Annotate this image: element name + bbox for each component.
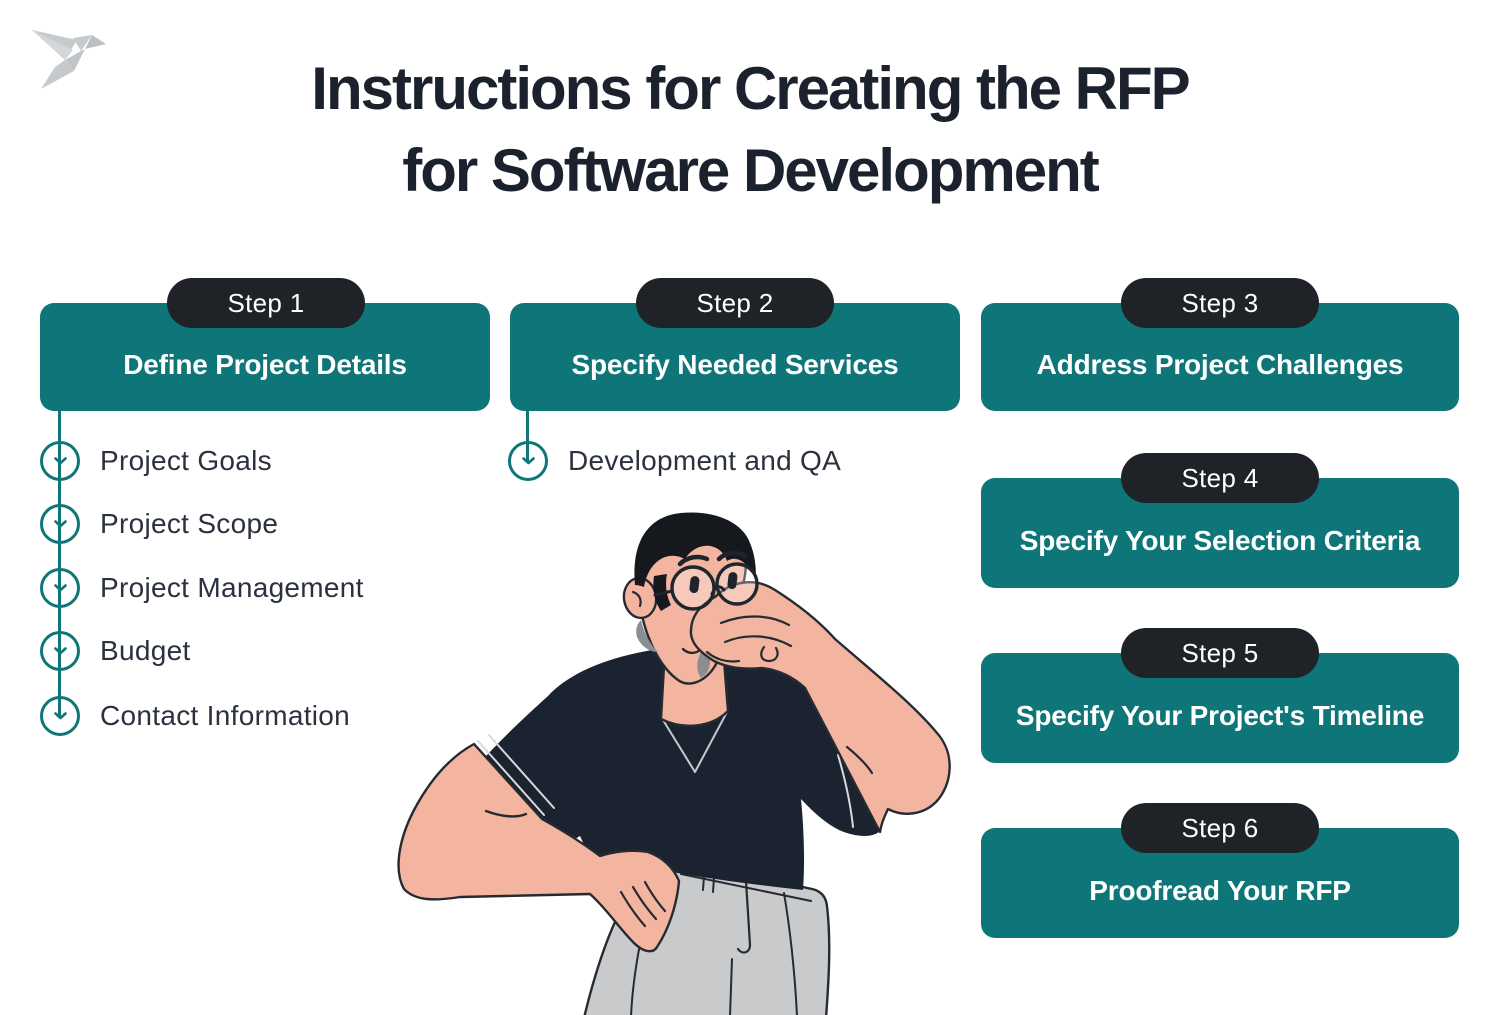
connector-line-step2: [526, 410, 529, 461]
step-2-title: Specify Needed Services: [571, 349, 899, 380]
step-2-badge-label: Step 2: [696, 287, 774, 318]
hair: [634, 512, 756, 587]
origami-bird-logo: [32, 30, 106, 89]
step-1-badge-label: Step 1: [227, 287, 305, 318]
chin-shadow: [697, 652, 711, 678]
necklace: [662, 711, 728, 773]
step-6-badge-label: Step 6: [1181, 812, 1259, 843]
left-eye: [689, 576, 700, 594]
right-eye: [727, 572, 738, 590]
step-4-title: Specify Your Selection Criteria: [1019, 525, 1421, 556]
list-item-project-management: Project Management: [40, 568, 364, 608]
list-item-label: Project Goals: [100, 445, 272, 476]
smile: [681, 647, 702, 655]
list-item-project-scope: Project Scope: [40, 504, 278, 544]
list-item-project-goals: Project Goals: [40, 441, 272, 481]
list-item-development-and-qa: Development and QA: [508, 441, 841, 481]
step-1-header: Define Project Details: [40, 303, 490, 411]
step-6-badge: Step 6: [1121, 803, 1319, 853]
list-item-contact-information: Contact Information: [40, 696, 350, 736]
list-item-label: Project Scope: [100, 508, 279, 539]
step-6-title: Proofread Your RFP: [1089, 875, 1351, 906]
step-3-badge: Step 3: [1121, 278, 1319, 328]
connector-line-step1: [58, 410, 61, 716]
left-eyebrow: [677, 554, 710, 567]
thinking-person-illustration: [397, 512, 951, 1015]
right-hand-fingers: [719, 615, 793, 648]
list-item-label: Contact Information: [100, 700, 351, 731]
step-3-title: Address Project Challenges: [1036, 349, 1404, 380]
glasses: [653, 550, 759, 611]
page-title: Instructions for Creating the RFP for So…: [0, 48, 1500, 212]
list-item-label: Development and QA: [568, 445, 842, 476]
step-5-badge-label: Step 5: [1181, 637, 1259, 668]
step-3-badge-label: Step 3: [1181, 287, 1259, 318]
step-5-title: Specify Your Project's Timeline: [1015, 700, 1425, 731]
neck-shadow: [636, 620, 658, 652]
step-1-badge: Step 1: [167, 278, 365, 328]
left-hand-fingers: [619, 880, 667, 928]
page-title-line1: Instructions for Creating the RFP: [311, 55, 1190, 122]
step-4-badge-label: Step 4: [1181, 462, 1259, 493]
step-5-badge: Step 5: [1121, 628, 1319, 678]
step-1-title: Define Project Details: [123, 349, 407, 380]
list-item-label: Budget: [100, 635, 191, 666]
step-4-badge: Step 4: [1121, 453, 1319, 503]
right-eyebrow: [716, 550, 748, 562]
right-arm: [689, 581, 951, 834]
list-item-label: Project Management: [100, 572, 364, 603]
page-title-line2: for Software Development: [402, 137, 1099, 204]
step-2-badge: Step 2: [636, 278, 834, 328]
left-arm: [397, 742, 681, 953]
list-item-budget: Budget: [40, 631, 191, 671]
